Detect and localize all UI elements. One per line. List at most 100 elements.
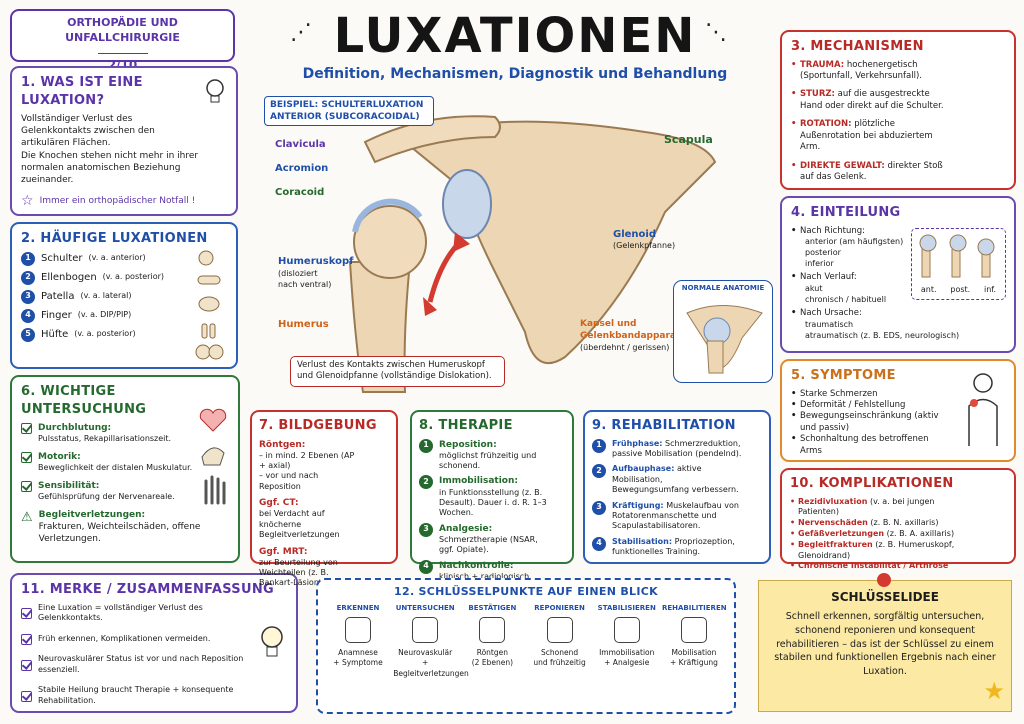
exam-detail: Beweglichkeit der distalen Muskulatur. [38, 463, 193, 473]
step-heading: REHABILITIEREN [661, 603, 727, 612]
subject-label: ORTHOPÄDIE UND UNFALLCHIRURGIE [65, 16, 180, 44]
rehab-item: 2 Aufbauphase: aktive Mobilisation, Beweg… [592, 464, 762, 495]
section-classification: 4. EINTEILUNG Nach Richtung:anterior (am… [780, 196, 1016, 353]
title-spark-left: ⋰ [290, 20, 312, 45]
emergency-note: Immer ein orthopädischer Notfall ! [39, 196, 196, 207]
checkbox-icon [21, 690, 32, 702]
item-name: Finger [41, 309, 72, 321]
group-sub: akut [805, 283, 823, 293]
section-title: 4. EINTEILUNG [791, 205, 901, 220]
summary-text: Stabile Heilung braucht Therapie + konse… [38, 684, 234, 705]
therapy-label: Immobilisation: [439, 476, 518, 487]
key-idea-note: SCHLÜSSELIDEE Schnell erkennen, sorgfält… [758, 573, 1012, 712]
symptom-item: Schonhaltung des betroffenen Arms [791, 434, 941, 457]
summary-text: Eine Luxation = vollständiger Verlust de… [38, 602, 203, 623]
section-imaging: 7. BILDGEBUNG Röntgen:– in mind. 2 Ebene… [250, 410, 398, 587]
exam-item: Sensibilität:Gefühlsprüfung der Nervenar… [21, 480, 229, 503]
step-heading: UNTERSUCHEN [395, 603, 455, 612]
section-summary: 11. MERKE / ZUSAMMENFASSUNG Eine Luxatio… [10, 573, 298, 713]
group-label: Nach Ursache: [791, 308, 1005, 320]
rehab-detail: aktive Mobilisation, Bewegungsumfang ver… [612, 464, 739, 495]
summary-item: Eine Luxation = vollständiger Verlust de… [21, 603, 251, 625]
summary-item: Neurovaskulärer Status ist vor und nach … [21, 654, 251, 676]
checkbox-icon [21, 608, 32, 620]
step-text: Mobilisation + Kräftigung [670, 648, 718, 668]
exam-item: Motorik:Beweglichkeit der distalen Musku… [21, 451, 229, 474]
group-sub: anterior (am häufigsten) [805, 237, 904, 247]
item-number: 2 [419, 475, 433, 490]
complication-label: Begleitfrakturen [798, 539, 873, 549]
mechanism-label: DIREKTE GEWALT: [800, 160, 885, 171]
normal-anatomy-inset: NORMALE ANATOMIE [673, 280, 773, 383]
step-text: Röntgen (2 Ebenen) [471, 648, 513, 668]
complication-label: Gefäßverletzungen [798, 528, 885, 538]
checkbox-icon [21, 452, 32, 464]
group-list: Nach Richtung: [791, 226, 1005, 238]
section-title: 3. MECHANISMEN [791, 39, 924, 54]
item-number: 4 [21, 308, 35, 323]
section-key-points: 12. SCHLÜSSELPUNKTE AUF EINEN BLICK ERKE… [316, 578, 736, 714]
item-number: 1 [21, 251, 35, 266]
summary-text: Neurovaskulärer Status ist vor und nach … [38, 654, 244, 674]
step-heading: BESTÄTIGEN [468, 603, 517, 612]
step-heading: REPONIEREN [534, 603, 585, 612]
complication-detail: (z. B. A. axillaris) [886, 528, 955, 538]
therapy-detail: in Funktionsstellung (z. B. Desault). Da… [439, 487, 547, 518]
key-step: UNTERSUCHEN Neurovaskulär + Begleitverlet… [393, 603, 469, 679]
step-text: Neurovaskulär + Begleitverletzungen [393, 648, 469, 678]
anatomy-caption: Verlust des Kontakts zwischen Humeruskop… [290, 356, 505, 387]
bullet: • [791, 89, 797, 100]
page-subtitle: Definition, Mechanismen, Diagnostik und … [302, 66, 728, 82]
rehab-label: Aufbauphase: [612, 464, 675, 474]
item-name: Patella [41, 290, 75, 302]
complication-item: •Rezidivluxation (v. a. bei jungen Patie… [790, 497, 960, 519]
bullet: • [790, 539, 796, 549]
section-title: 12. SCHLÜSSELPUNKTE AUF EINEN BLICK [394, 585, 658, 598]
therapy-detail: Schmerztherapie (NSAR, ggf. Opiate). [439, 534, 538, 555]
page-title: LUXATIONEN [333, 8, 697, 64]
key-step: REHABILITIEREN Mobilisation + Kräftigung [661, 603, 727, 679]
item-number: 5 [21, 327, 35, 342]
exam-detail: Pulsstatus, Rekapillarisationszeit. [38, 434, 172, 444]
label-coracoid: Coracoid [275, 187, 325, 198]
example-label: BEISPIEL: SCHULTERLUXATION ANTERIOR (SUB… [264, 96, 434, 127]
warn-detail: Frakturen, Weichteilschäden, offene Verl… [38, 522, 201, 545]
item-name: Hüfte [41, 328, 69, 340]
therapy-label: Reposition: [439, 439, 497, 450]
key-idea-text: Schnell erkennen, sorgfältig untersuchen… [774, 611, 996, 678]
complication-label: Rezidivluxation [798, 496, 868, 506]
item-number: 2 [592, 464, 606, 479]
mechanism-detail: direkter Stoß auf das Gelenk. [800, 160, 943, 183]
imaging-detail: zur Beurteilung von Weichteilen (z. B. B… [259, 557, 338, 588]
therapy-text: Analgesie:Schmerztherapie (NSAR, ggf. Op… [439, 523, 549, 556]
exam-label: Motorik: [38, 452, 81, 463]
group-label: Nach Richtung: [791, 226, 1005, 238]
rehab-label: Frühphase: [612, 438, 663, 448]
normal-label: NORMALE ANATOMIE [681, 284, 765, 292]
section-title: 9. REHABILITATION [592, 418, 736, 433]
warn-label: Begleitverletzungen: [38, 509, 146, 520]
rehab-text: Frühphase: Schmerzreduktion, passive Mob… [612, 439, 742, 460]
item-name: Schulter [41, 252, 83, 264]
therapy-text: Reposition:möglichst frühzeitig und scho… [439, 439, 549, 472]
label-humeruskopf-sub: (disloziert nach ventral) [278, 269, 332, 289]
section-title: 11. MERKE / ZUSAMMENFASSUNG [21, 582, 274, 597]
item-number: 3 [419, 522, 433, 537]
bullet: • [791, 119, 797, 130]
exam-label: Durchblutung: [38, 423, 112, 434]
checkbox-icon [21, 423, 32, 435]
classification-group: Nach Richtung:anterior (am häufigsten)po… [791, 226, 1005, 270]
step-icon [412, 617, 439, 644]
checkbox-icon [21, 659, 32, 671]
mechanism-item: •TRAUMA: hochenergetisch (Sportunfall, V… [791, 60, 951, 83]
joint-icons [192, 246, 226, 364]
